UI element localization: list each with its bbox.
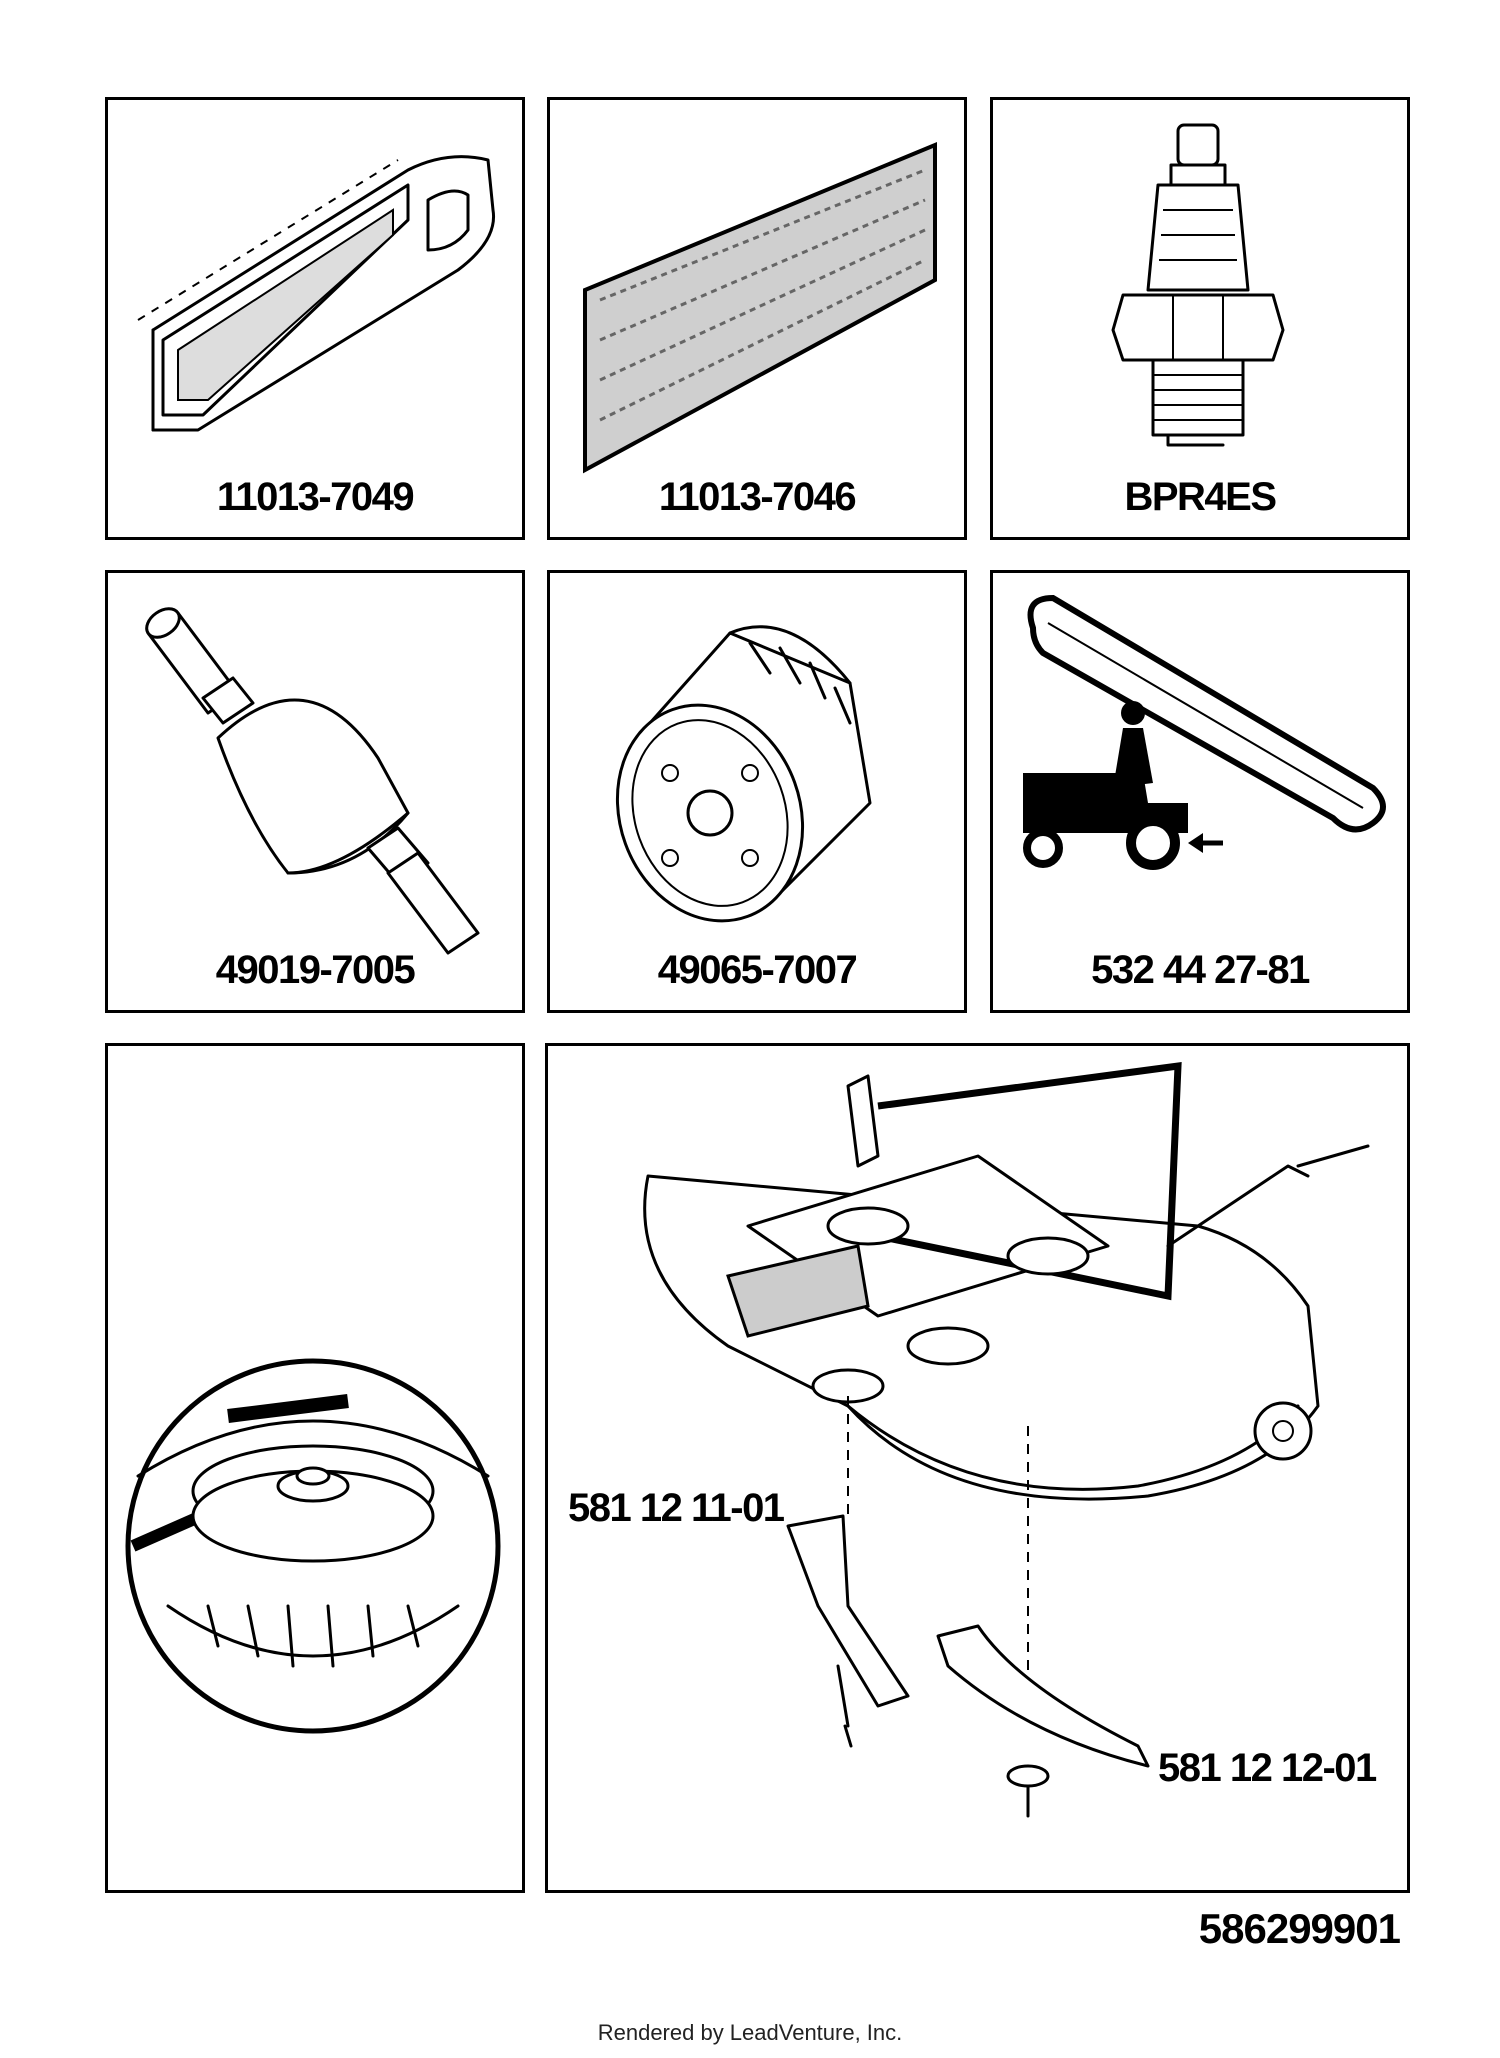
- spindle-pulley-icon: [125, 1358, 501, 1734]
- render-credit: Rendered by LeadVenture, Inc.: [597, 2020, 903, 2045]
- left-blade-icon: [786, 1514, 910, 1748]
- part-panel-air-filter[interactable]: 11013-7049: [105, 97, 525, 540]
- foam-pre-filter-icon: [583, 142, 937, 474]
- blade-label-left: 581 12 11-01: [568, 1486, 785, 1530]
- blade-label-right: 581 12 12-01: [1158, 1746, 1377, 1790]
- part-number-label: BPR4ES: [1124, 475, 1277, 519]
- lawn-tractor-icon: [1023, 701, 1223, 870]
- part-panel-oil-filter[interactable]: 49065-7007: [547, 570, 967, 1013]
- part-number-label: 49019-7005: [215, 948, 416, 992]
- diagram-number: 586299901: [1198, 1905, 1401, 1952]
- part-panel-fuel-filter[interactable]: 49019-7005: [105, 570, 525, 1013]
- panel-spindle-pulley-detail[interactable]: [105, 1043, 525, 1893]
- oil-filter-icon: [615, 625, 872, 923]
- part-panel-drive-belt[interactable]: 532 44 27-81: [990, 570, 1410, 1013]
- drive-belt-icon: [1023, 594, 1386, 870]
- air-filter-icon: [137, 155, 496, 432]
- spark-plug-icon: [1111, 123, 1285, 447]
- panel-mower-deck[interactable]: 581 12 11-01 581 12 12-01: [545, 1043, 1410, 1893]
- mower-deck-icon: [643, 1061, 1370, 1818]
- part-number-label: 49065-7007: [657, 948, 858, 992]
- fuel-filter-icon: [145, 607, 480, 955]
- part-number-label: 11013-7049: [216, 475, 415, 519]
- part-panel-pre-filter[interactable]: 11013-7046: [547, 97, 967, 540]
- part-panel-spark-plug[interactable]: BPR4ES: [990, 97, 1410, 540]
- part-number-label: 11013-7046: [658, 475, 857, 519]
- part-number-label: 532 44 27-81: [1091, 948, 1310, 992]
- right-blade-icon: [936, 1624, 1150, 1818]
